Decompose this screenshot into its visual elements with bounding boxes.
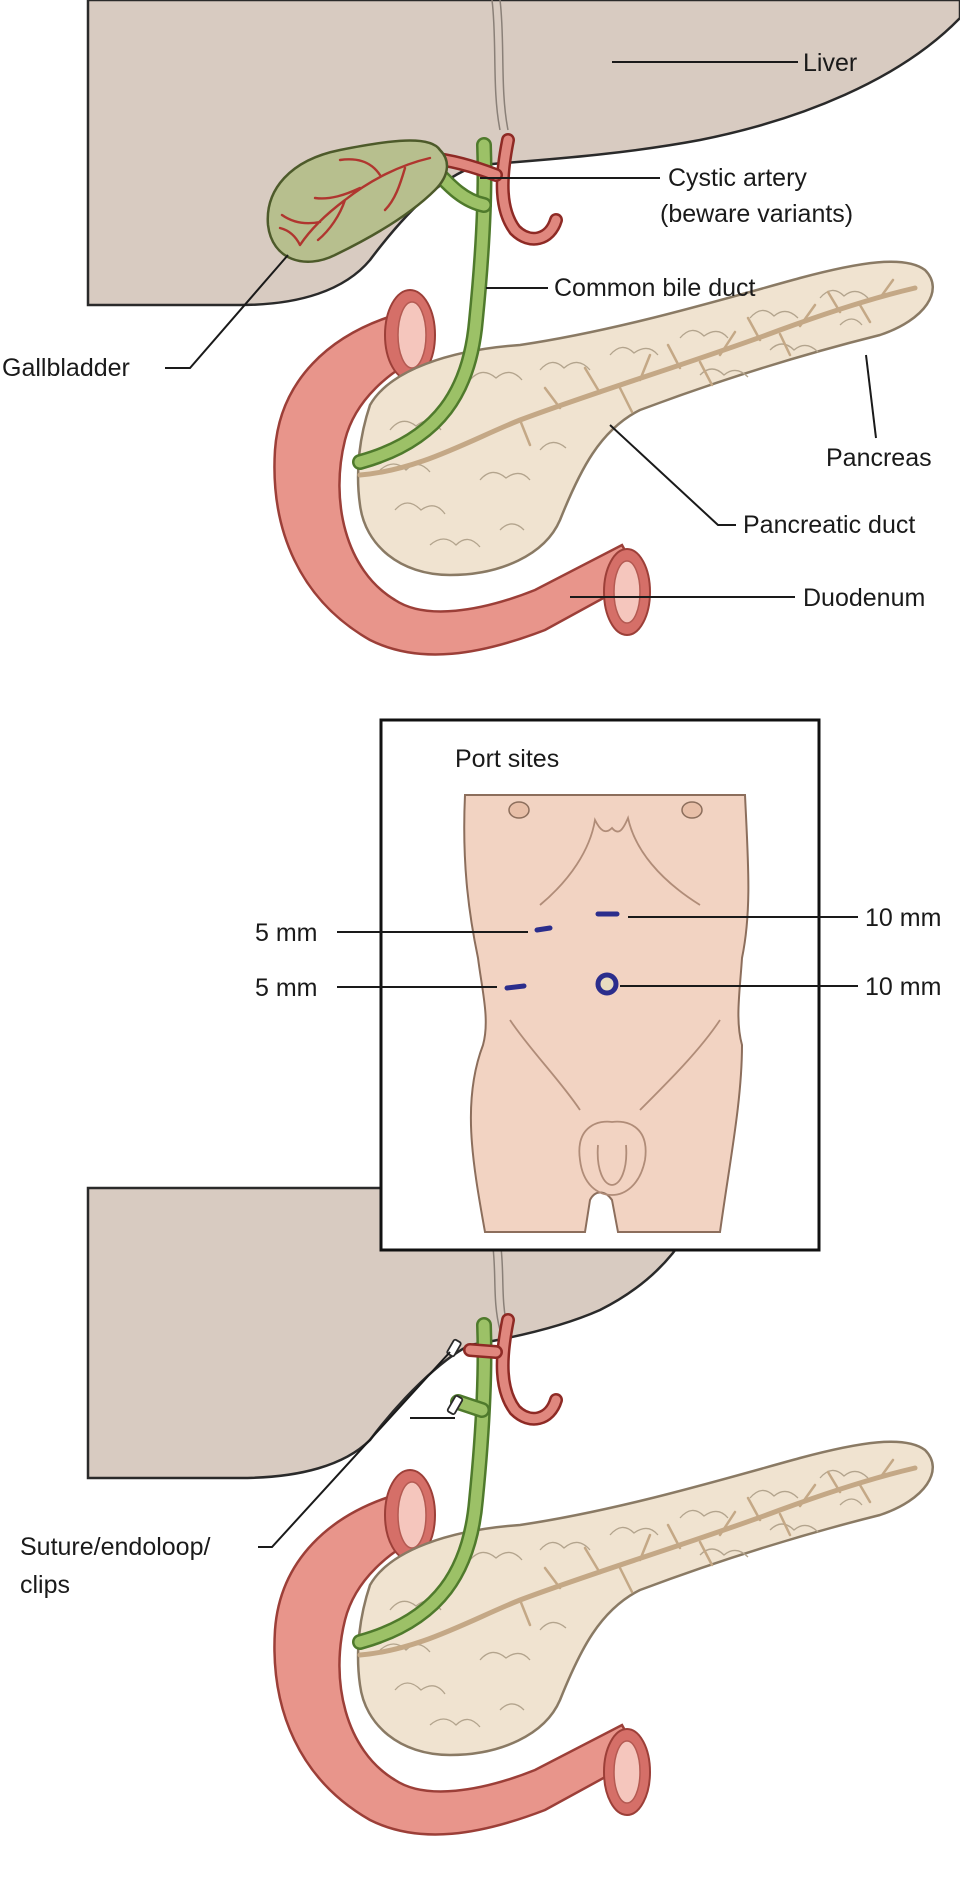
pancreas-shape	[356, 260, 934, 577]
port-left-upper	[534, 925, 553, 933]
pancreatic-duct-lower	[357, 1465, 918, 1658]
pancreatic-duct-branches-lower	[518, 1458, 895, 1627]
cystic-duct-stump-lumen	[452, 1396, 488, 1416]
duodenum-shape	[273, 313, 642, 656]
duodenum-shape-lower	[273, 1493, 642, 1836]
label-duodenum: Duodenum	[803, 584, 925, 612]
label-port-right-upper: 10 mm	[865, 904, 941, 932]
suture-leader	[258, 1351, 451, 1548]
pancreatic-duct-branches	[518, 278, 895, 447]
gallbladder-artery-branches	[278, 156, 432, 247]
duodenum-lower-lumen-lower	[613, 1740, 641, 1804]
right-groin-line	[639, 1019, 721, 1111]
liver-shape	[86, 0, 960, 307]
duodenum-upper-lumen	[397, 301, 427, 369]
pancreas-shape-lower	[356, 1440, 934, 1757]
pancreatic-duct	[357, 285, 918, 478]
label-port-left-upper: 5 mm	[255, 919, 318, 947]
duodenum-upper-lumen-lower	[397, 1481, 427, 1549]
duct-clip	[446, 1395, 464, 1415]
label-suture: Suture/endoloop/	[20, 1533, 210, 1561]
top-anatomy: Liver Cystic artery (beware variants) Co…	[2, 0, 960, 656]
hepatic-artery-lumen-lower	[498, 1315, 561, 1424]
label-common-bile-duct: Common bile duct	[554, 274, 756, 302]
left-nipple	[508, 801, 530, 819]
gallbladder-leader	[165, 254, 289, 369]
label-cystic-artery-variants: (beware variants)	[660, 200, 853, 228]
label-gallbladder: Gallbladder	[2, 354, 130, 382]
label-suture-clips: clips	[20, 1571, 70, 1599]
liver-fissure	[491, 0, 509, 131]
label-pancreatic-duct: Pancreatic duct	[743, 511, 915, 539]
cystic-artery-stump-lumen	[465, 1345, 501, 1357]
pancreas-leader	[865, 354, 877, 439]
common-bile-duct-lumen-lower	[354, 1319, 491, 1648]
right-nipple	[681, 801, 703, 819]
bottom-anatomy: Suture/endoloop/ clips	[20, 1186, 934, 1836]
pancreas-lobules	[379, 289, 869, 548]
costal-margin	[539, 815, 701, 906]
port-sites-inset: Port sites	[337, 718, 858, 1252]
duodenum-lower-lumen	[613, 560, 641, 624]
left-groin-line	[509, 1019, 581, 1111]
inset-title: Port sites	[455, 745, 559, 773]
port-umbilical	[595, 972, 619, 996]
label-port-right-lower: 10 mm	[865, 973, 941, 1001]
pancreas-lobules-lower	[379, 1469, 869, 1728]
artery-clip	[446, 1338, 462, 1358]
port-left-lower	[504, 983, 527, 991]
pancreatic-duct-leader	[609, 424, 736, 526]
label-pancreas: Pancreas	[826, 444, 932, 472]
label-liver: Liver	[803, 49, 857, 77]
torso-shape	[463, 794, 750, 1233]
hepatic-artery-lumen	[498, 135, 561, 244]
label-port-left-lower: 5 mm	[255, 974, 318, 1002]
gallbladder-shape	[266, 139, 449, 263]
label-cystic-artery: Cystic artery	[668, 164, 807, 192]
genitalia-outline	[578, 1120, 647, 1196]
